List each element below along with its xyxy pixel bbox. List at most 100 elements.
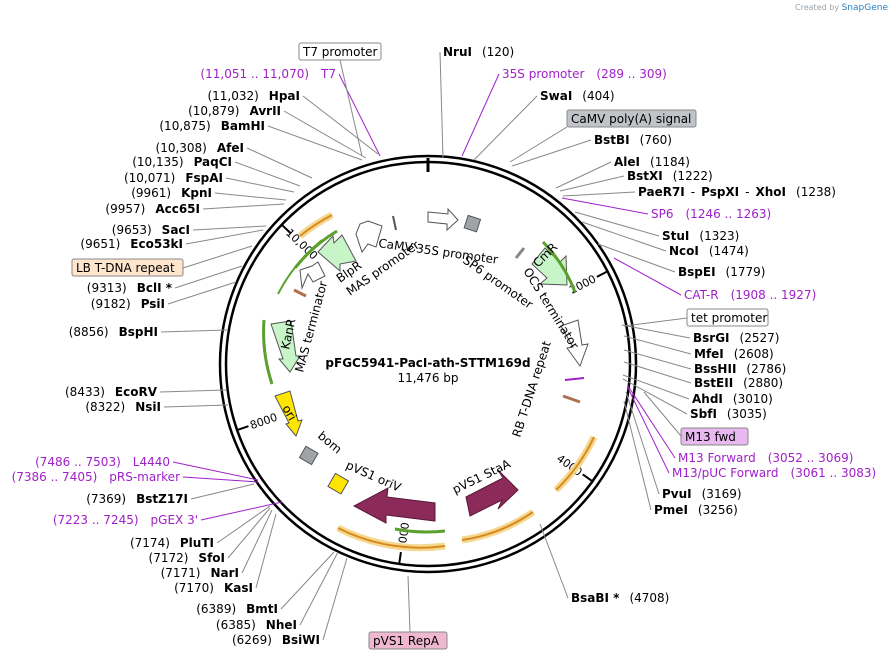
leader-left-6 — [214, 192, 287, 201]
site-left-11: (9182)PsiI — [91, 297, 165, 311]
primer-7: (7386 .. 7405)pRS-marker — [12, 470, 180, 484]
site-right-name: BsaBI * — [571, 591, 620, 605]
leader-left-5 — [225, 177, 295, 193]
site-left-pos: (9957) — [105, 202, 145, 216]
site-right-5: PaeR7I-PspXI-XhoI(1238) — [638, 185, 836, 199]
site-left-pos: (11,032) — [207, 89, 258, 103]
site-right-sep2: - — [745, 185, 749, 199]
primer-leader-3 — [613, 257, 682, 296]
primer-name: (3061 .. 3083) — [791, 466, 877, 480]
leader-lines — [159, 51, 692, 641]
site-left-pos: (10,875) — [159, 119, 210, 133]
mas-mark — [293, 288, 307, 298]
orange-orf-bottom — [461, 509, 535, 544]
box-leader-0 — [339, 59, 363, 157]
site-right-pos: (1779) — [726, 265, 766, 279]
camv-polya-label: CaMV poly(A) signal — [571, 112, 691, 126]
cmr-orf — [541, 240, 577, 293]
site-left-name: SacI — [162, 223, 190, 237]
site-left-8: (9653)SacI — [112, 223, 190, 237]
primer-leader-4 — [627, 385, 676, 459]
site-right-name: SwaI — [540, 89, 572, 103]
site-right-sep1: - — [691, 185, 695, 199]
kanr-arrow — [270, 320, 301, 373]
primer-leader-5 — [627, 387, 670, 474]
site-left-name: BstZ17I — [136, 492, 188, 506]
site-right-pos: (1222) — [673, 169, 713, 183]
site-right-16: PmeI (3256) — [654, 503, 738, 517]
tick-mark-0 — [596, 270, 608, 278]
primer-name: (289 .. 309) — [596, 67, 666, 81]
orange-orf-top-line — [299, 214, 333, 237]
primer-2: SP6(1246 .. 1263) — [651, 207, 771, 221]
leader-left-15 — [190, 483, 255, 500]
camv-polya-box — [566, 109, 697, 128]
site-left-name: NsiI — [135, 400, 161, 414]
primer-range: M13/pUC Forward — [672, 466, 779, 480]
site-left-17: (7172)SfoI — [149, 551, 225, 565]
primer-leader-6 — [172, 461, 259, 481]
site-left-2: (10,875)BamHI — [159, 119, 265, 133]
site-left-pos: (9182) — [91, 297, 131, 311]
site-right-name: MfeI — [694, 347, 724, 361]
leader-right-16 — [623, 400, 652, 511]
site-right-17: BsaBI *(4708) — [571, 591, 669, 605]
site-left-pos: (10,308) — [156, 141, 207, 155]
site-left-pos: (9651) — [80, 237, 120, 251]
site-right-3: AleI(1184) — [614, 155, 690, 169]
leader-left-11 — [167, 281, 237, 305]
site-right-15: PvuI(3169) — [662, 487, 742, 501]
site-left-pos: (7172) — [149, 551, 189, 565]
orange-orf-bottom-left-line — [337, 527, 446, 549]
site-right-name: PvuI — [662, 487, 692, 501]
tick-mark-1 — [582, 473, 594, 483]
site-right-12: BstEII(2880) — [694, 376, 783, 390]
site-left-1: (10,879)AvrII — [188, 104, 281, 118]
tick-mark-2 — [398, 551, 402, 565]
plasmid-size: 11,476 bp — [397, 371, 458, 385]
bom-label: bom — [315, 429, 344, 457]
kanr-orf — [262, 319, 274, 385]
site-right-pos: (1184) — [650, 155, 690, 169]
leader-left-7 — [202, 203, 285, 210]
site-left-pos: (7174) — [130, 536, 170, 550]
box-leader-5 — [407, 575, 411, 633]
leader-left-9 — [185, 229, 264, 245]
site-right-pos: (3256) — [698, 503, 738, 517]
primer-range: 35S promoter — [502, 67, 584, 81]
leader-left-12 — [160, 329, 228, 333]
tet-promoter-label: tet promoter — [691, 311, 767, 325]
site-left-name: Acc65I — [155, 202, 200, 216]
site-left-14: (8322) NsiI — [85, 400, 161, 414]
site-left-pos: (9961) — [131, 186, 171, 200]
site-left-5: (10,071)FspAI — [124, 171, 223, 185]
m13-fwd-label: M13 fwd — [685, 430, 736, 444]
site-right-2: BstBI(760) — [594, 133, 672, 147]
site-left-15: (7369) BstZ17I — [86, 492, 188, 506]
leader-right-4 — [559, 175, 625, 192]
site-left-name: EcoRV — [115, 385, 158, 399]
rb-label: RB T-DNA repeat — [510, 339, 554, 439]
ocs-terminator-arrow — [560, 319, 589, 368]
site-right-name: PmeI — [654, 503, 688, 517]
site-right-name: BspEI — [678, 265, 716, 279]
lb-tdna-box — [71, 258, 184, 277]
site-right-14: SbfI(3035) — [690, 407, 767, 421]
box-leader-1 — [509, 126, 568, 163]
leader-left-2 — [267, 125, 363, 161]
site-right-9: BsrGI(2527) — [693, 331, 779, 345]
site-left-name: BsiWI — [282, 633, 320, 647]
site-left-name: NheI — [266, 618, 297, 632]
site-left-pos: (8322) — [85, 400, 125, 414]
site-right-6: StuI(1323) — [662, 229, 739, 243]
primer-range: (7486 .. 7503) — [35, 455, 121, 469]
site-left-name: BmtI — [246, 602, 278, 616]
site-left-name: BspHI — [119, 325, 158, 339]
feature-arrows — [262, 207, 598, 552]
leader-right-1 — [473, 95, 538, 161]
pvs1-repa-label: pVS1 RepA — [373, 634, 440, 648]
leader-left-16 — [216, 505, 271, 544]
site-right-pos: (1238) — [796, 185, 836, 199]
site-left-pos: (7369) — [86, 492, 126, 506]
